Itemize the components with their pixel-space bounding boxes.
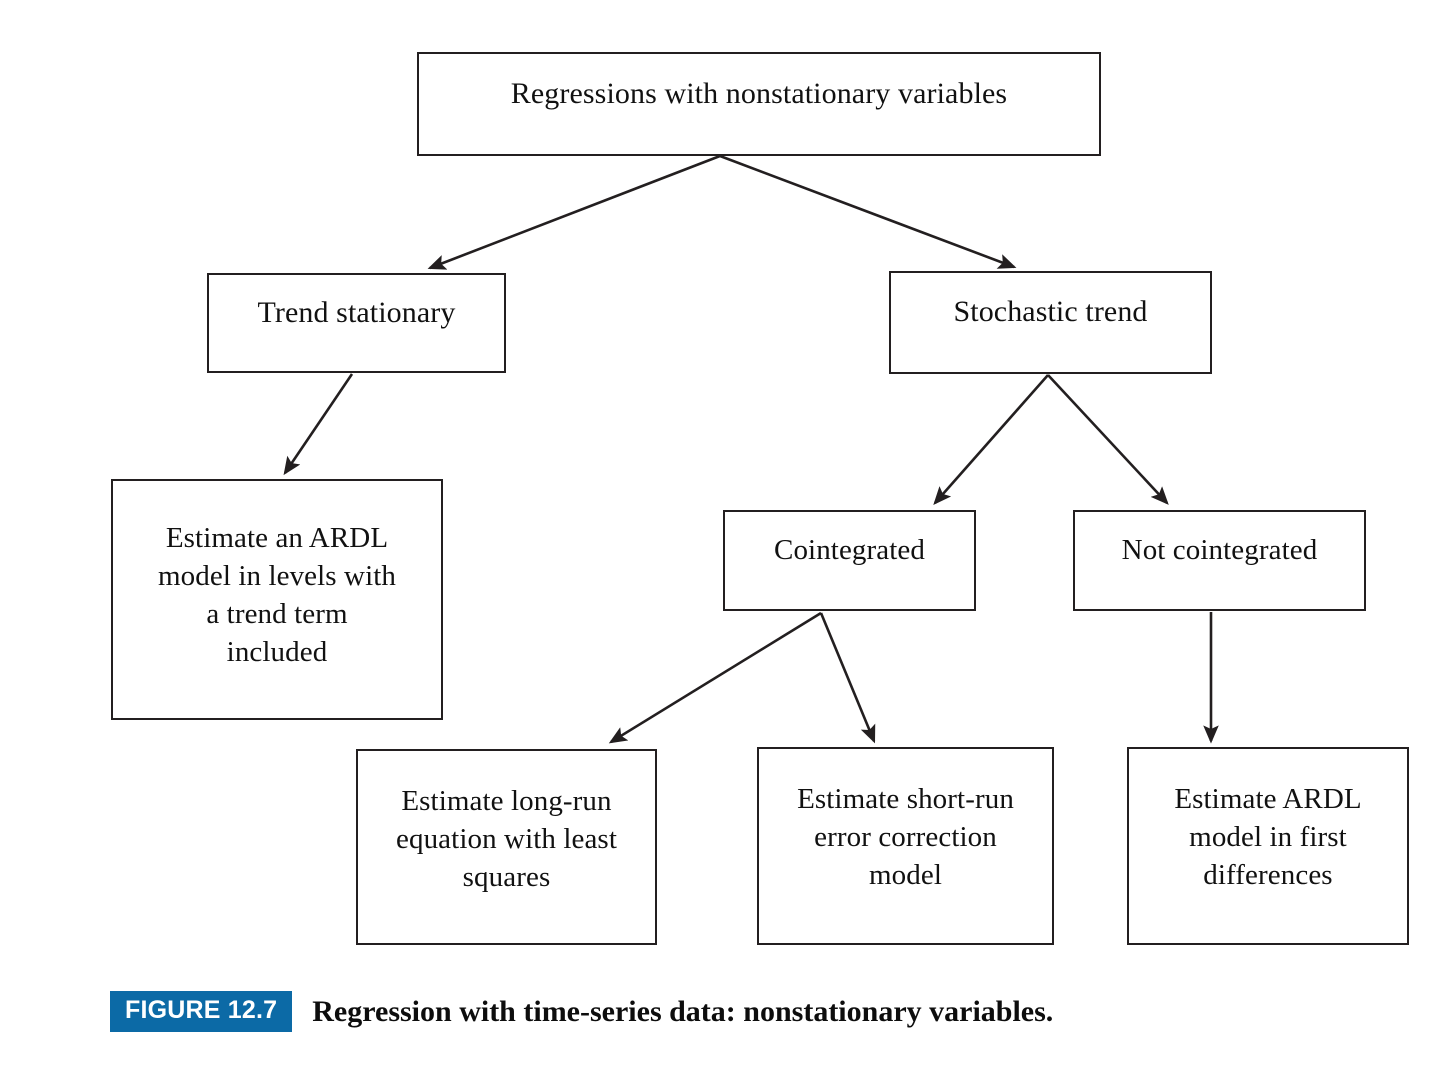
- node-estimate-long-run-equation[interactable]: Estimate long-run equation with least sq…: [356, 749, 657, 945]
- node-stochastic-trend[interactable]: Stochastic trend: [889, 271, 1212, 374]
- node-not-cointegrated[interactable]: Not cointegrated: [1073, 510, 1366, 611]
- node-label: Not cointegrated: [1121, 534, 1318, 566]
- figure-number-badge: FIGURE 12.7: [110, 991, 293, 1032]
- node-trend-stationary[interactable]: Trend stationary: [207, 273, 506, 373]
- node-label: Estimate long-run equation with least sq…: [396, 785, 617, 893]
- figure-caption-text: Regression with time-series data: nonsta…: [312, 994, 1054, 1028]
- edge-stochastic-trend-to-cointegrated: [933, 374, 1049, 505]
- node-estimate-short-run-error-correction-model[interactable]: Estimate short-run error correction mode…: [757, 747, 1054, 945]
- node-regressions-with-nonstationary-variables[interactable]: Regressions with nonstationary variables: [417, 52, 1101, 156]
- node-cointegrated[interactable]: Cointegrated: [723, 510, 976, 611]
- edge-cointegrated-to-estimate-shortrun: [819, 612, 876, 744]
- node-label: Cointegrated: [774, 534, 925, 566]
- node-label: Regressions with nonstationary variables: [510, 77, 1008, 110]
- node-label: Estimate ARDL model in first differences: [1174, 783, 1362, 891]
- node-label: Estimate an ARDL model in levels with a …: [158, 522, 396, 668]
- node-label: Stochastic trend: [953, 295, 1148, 328]
- edge-cointegrated-to-estimate-longrun: [608, 611, 822, 744]
- edge-stochastic-trend-to-not-cointegrated: [1047, 374, 1169, 505]
- node-label: Trend stationary: [257, 296, 456, 329]
- edge-root-to-stochastic-trend: [719, 154, 1017, 269]
- edge-root-to-trend-stationary: [427, 154, 721, 270]
- edge-trend-stationary-to-estimate-ardl-levels: [283, 373, 354, 476]
- node-label: Estimate short-run error correction mode…: [797, 783, 1014, 891]
- node-estimate-ardl-model-in-levels[interactable]: Estimate an ARDL model in levels with a …: [111, 479, 443, 720]
- node-estimate-ardl-model-in-first-differences[interactable]: Estimate ARDL model in first differences: [1127, 747, 1409, 945]
- figure-caption: FIGURE 12.7 Regression with time-series …: [110, 991, 1053, 1032]
